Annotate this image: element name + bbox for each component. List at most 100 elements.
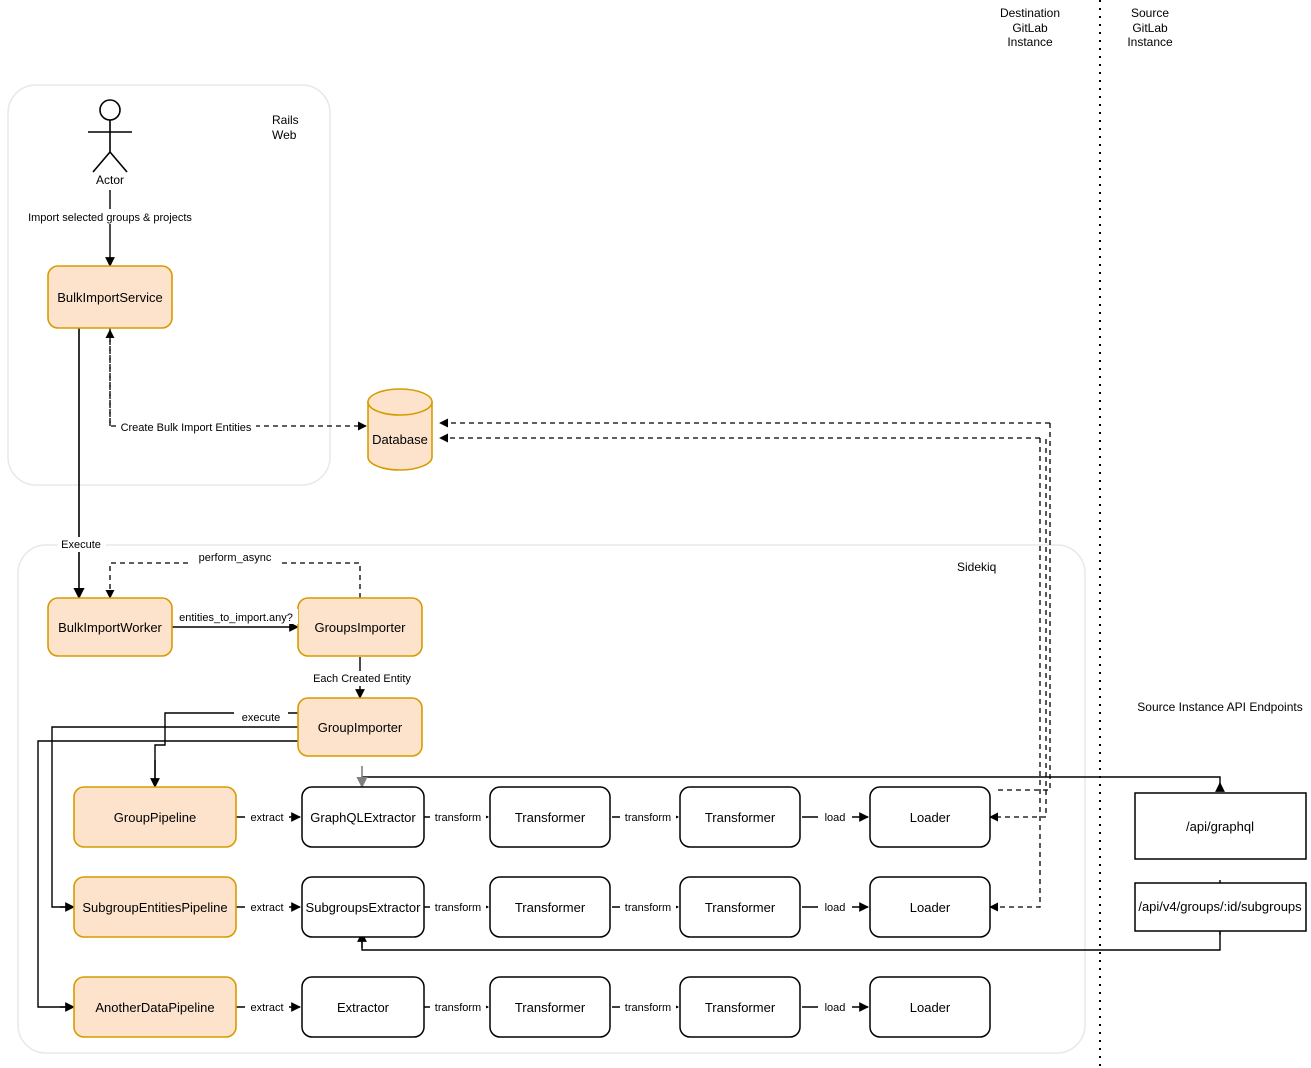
node-transformer-1a[interactable] bbox=[489, 786, 611, 848]
edge-label-bg-16 bbox=[818, 900, 852, 915]
edge-label-transform-2a: transform bbox=[435, 902, 481, 914]
node-groups-importer[interactable] bbox=[297, 597, 423, 657]
edge-label-bg-11 bbox=[430, 810, 486, 825]
node-another-data-pipeline[interactable] bbox=[73, 976, 237, 1038]
node-api-subgroups-label: /api/v4/groups/:id/subgroups bbox=[1138, 899, 1302, 914]
node-api-graphql-label: /api/graphql bbox=[1186, 819, 1254, 834]
node-loader-3[interactable] bbox=[869, 976, 991, 1038]
edge-label-transform-1a: transform bbox=[435, 812, 481, 824]
edge-database-to-loader-1-path bbox=[996, 423, 1051, 791]
node-group-importer-label: GroupImporter bbox=[318, 720, 403, 735]
node-loader-2[interactable] bbox=[869, 876, 991, 938]
node-group-importer[interactable] bbox=[297, 697, 423, 757]
edge-label-transform-2b: transform bbox=[625, 902, 671, 914]
edge-label-load-1: load bbox=[825, 812, 846, 824]
edge-label-entities-to-import: entities_to_import.any? bbox=[179, 612, 293, 624]
edge-database-to-loader-2-path bbox=[996, 438, 1041, 908]
node-bulk-import-service-label: BulkImportService bbox=[57, 290, 162, 305]
node-api-graphql[interactable] bbox=[1134, 792, 1307, 860]
node-transformer-2a-label: Transformer bbox=[515, 900, 586, 915]
zone-rails-web bbox=[7, 84, 331, 486]
node-subgroups-extractor-label: SubgroupsExtractor bbox=[306, 900, 422, 915]
node-subgroups-extractor[interactable] bbox=[301, 876, 425, 938]
node-bulk-import-worker-label: BulkImportWorker bbox=[58, 620, 162, 635]
node-loader-1[interactable] bbox=[869, 786, 991, 848]
edge-label-transform-1b: transform bbox=[625, 812, 671, 824]
node-extractor[interactable] bbox=[301, 976, 425, 1038]
edge-label-execute-pipeline: execute bbox=[242, 712, 281, 724]
edge-label-bg-1 bbox=[20, 209, 200, 224]
edge-execute-group-pipeline-path bbox=[154, 712, 298, 785]
destination-instance-label-line2: GitLab bbox=[1012, 21, 1048, 35]
source-instance-label-line1: Source bbox=[1131, 6, 1169, 20]
zone-rails-web-label-line2: Web bbox=[272, 128, 297, 142]
edge-label-bg-18 bbox=[620, 1000, 676, 1015]
node-transformer-2b[interactable] bbox=[679, 876, 801, 938]
node-transformer-3b-label: Transformer bbox=[705, 1000, 776, 1015]
node-database-label: Database bbox=[372, 432, 428, 447]
source-instance-label-line2: GitLab bbox=[1132, 21, 1168, 35]
node-transformer-3a[interactable] bbox=[489, 976, 611, 1038]
node-transformer-1b[interactable] bbox=[679, 786, 801, 848]
node-another-data-pipeline-label: AnotherDataPipeline bbox=[95, 1000, 214, 1015]
edge-label-transform-3b: transform bbox=[625, 1002, 671, 1014]
edge-label-bg-5 bbox=[176, 609, 298, 624]
edge-loader-1-return bbox=[996, 438, 1047, 818]
node-group-pipeline[interactable] bbox=[73, 786, 237, 848]
edge-label-bg-6 bbox=[305, 671, 420, 686]
node-loader-3-label: Loader bbox=[910, 1000, 951, 1015]
node-database bbox=[367, 388, 433, 471]
edge-label-bg-14 bbox=[430, 900, 486, 915]
node-bulk-import-service[interactable] bbox=[47, 265, 173, 329]
node-graphql-extractor-label: GraphQLExtractor bbox=[310, 810, 416, 825]
node-bulk-import-worker[interactable] bbox=[47, 597, 173, 657]
destination-instance-label-line1: Destination bbox=[1000, 6, 1060, 20]
edge-perform-async bbox=[105, 562, 361, 599]
edge-label-bg-12 bbox=[620, 810, 676, 825]
edge-label-bg-19 bbox=[818, 1000, 852, 1015]
edge-service-to-database bbox=[109, 328, 360, 427]
node-groups-importer-label: GroupsImporter bbox=[314, 620, 406, 635]
edge-label-bg-7 bbox=[234, 710, 288, 725]
edge-label-execute-worker: Execute bbox=[61, 539, 101, 551]
edge-label-bg-2 bbox=[116, 419, 256, 434]
node-transformer-3a-label: Transformer bbox=[515, 1000, 586, 1015]
node-transformer-2a[interactable] bbox=[489, 876, 611, 938]
edge-label-extract-1: extract bbox=[250, 812, 283, 824]
node-extractor-label: Extractor bbox=[337, 1000, 390, 1015]
node-transformer-3b[interactable] bbox=[679, 976, 801, 1038]
actor-figure bbox=[88, 99, 132, 173]
node-transformer-1a-label: Transformer bbox=[515, 810, 586, 825]
node-transformer-1b-label: Transformer bbox=[705, 810, 776, 825]
node-api-subgroups[interactable] bbox=[1134, 882, 1307, 932]
destination-instance-label-line3: Instance bbox=[1007, 35, 1053, 49]
node-loader-1-label: Loader bbox=[910, 810, 951, 825]
edge-label-bg-17 bbox=[430, 1000, 486, 1015]
source-instance-label-line3: Instance bbox=[1127, 35, 1173, 49]
edge-label-load-3: load bbox=[825, 1002, 846, 1014]
zone-sidekiq bbox=[17, 544, 1086, 1054]
edge-label-extract-2: extract bbox=[250, 902, 283, 914]
edge-label-bg-3 bbox=[58, 537, 106, 552]
edge-label-bg-8 bbox=[245, 810, 289, 825]
edge-execute-another-pipeline-path bbox=[37, 740, 298, 1008]
edge-label-extract-3: extract bbox=[250, 1002, 283, 1014]
zone-rails-web-label-line1: Rails bbox=[272, 113, 299, 127]
node-graphql-extractor[interactable] bbox=[301, 786, 425, 848]
node-group-pipeline-label: GroupPipeline bbox=[114, 810, 196, 825]
edge-label-create-bulk-import-entities: Create Bulk Import Entities bbox=[121, 422, 252, 434]
node-transformer-2b-label: Transformer bbox=[705, 900, 776, 915]
node-loader-2-label: Loader bbox=[910, 900, 951, 915]
node-subgroup-entities-pipeline-label: SubgroupEntitiesPipeline bbox=[82, 900, 227, 915]
edge-label-bg-10 bbox=[245, 1000, 289, 1015]
node-subgroup-entities-pipeline[interactable] bbox=[73, 876, 237, 938]
edge-label-transform-3a: transform bbox=[435, 1002, 481, 1014]
edge-label-load-2: load bbox=[825, 902, 846, 914]
edge-label-import-selected: Import selected groups & projects bbox=[28, 212, 192, 224]
actor-label: Actor bbox=[96, 173, 124, 187]
edge-label-bg-4 bbox=[190, 549, 280, 564]
edge-label-bg-13 bbox=[818, 810, 852, 825]
edge-label-bg-15 bbox=[620, 900, 676, 915]
